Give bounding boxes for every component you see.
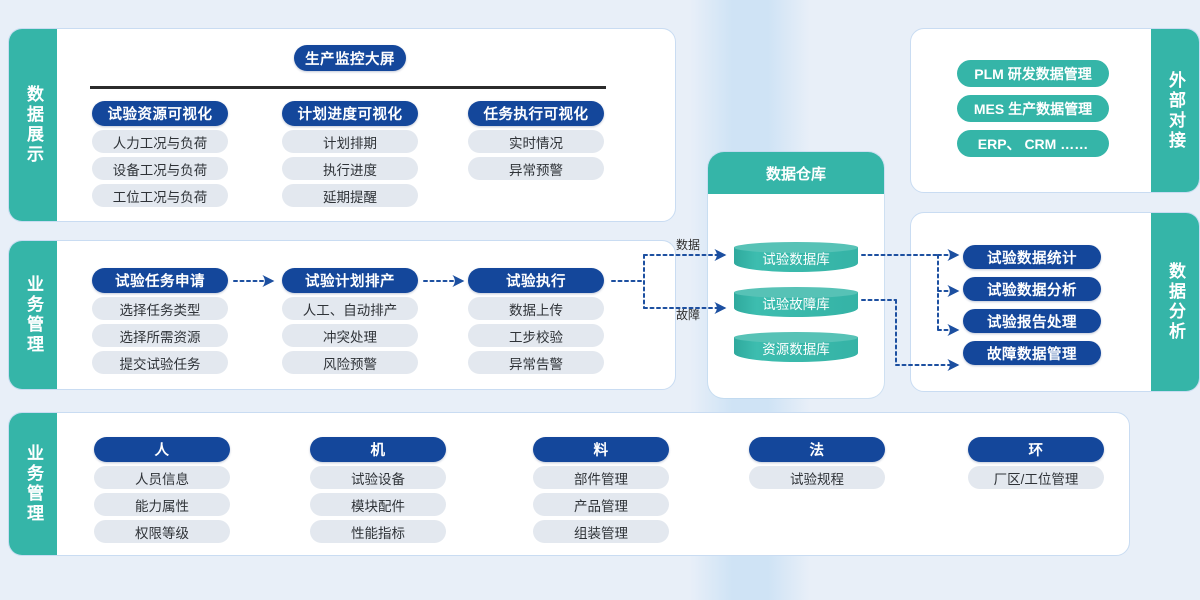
business-group-0-head[interactable]: 试验任务申请 — [92, 268, 228, 293]
analysis-item-0[interactable]: 试验数据统计 — [963, 245, 1101, 269]
database-0[interactable]: 试验数据库 — [734, 242, 858, 272]
display-group-1-item-2[interactable]: 延期提醒 — [282, 184, 418, 207]
band-external: 外部对接 — [1151, 29, 1199, 192]
database-2-label: 资源数据库 — [762, 342, 830, 357]
screen-title-pill[interactable]: 生产监控大屏 — [294, 45, 406, 71]
display-group-2: 任务执行可视化 实时情况 异常预警 — [468, 101, 604, 180]
business-group-1-item-0[interactable]: 人工、自动排产 — [282, 297, 418, 320]
business-group-0: 试验任务申请 选择任务类型 选择所需资源 提交试验任务 — [92, 268, 228, 374]
foundation-group-0-item-2[interactable]: 权限等级 — [94, 520, 230, 543]
display-group-1-item-0[interactable]: 计划排期 — [282, 130, 418, 153]
database-1[interactable]: 试验故障库 — [734, 287, 858, 317]
analysis-item-2[interactable]: 试验报告处理 — [963, 309, 1101, 333]
foundation-group-1-head[interactable]: 机 — [310, 437, 446, 462]
foundation-group-4: 环 厂区/工位管理 — [968, 437, 1104, 489]
external-item-2[interactable]: ERP、 CRM …… — [957, 130, 1109, 157]
foundation-group-3-head[interactable]: 法 — [749, 437, 885, 462]
warehouse-title: 数据仓库 — [765, 165, 826, 183]
analysis-list: 试验数据统计 试验数据分析 试验报告处理 故障数据管理 — [963, 245, 1101, 365]
foundation-group-2-item-0[interactable]: 部件管理 — [533, 466, 669, 489]
flow-label-fault: 故障 — [676, 308, 701, 322]
band-label-data-display: 数据展示 — [24, 85, 44, 165]
panel-data-warehouse: 数据仓库 — [708, 152, 884, 398]
display-group-0: 试验资源可视化 人力工况与负荷 设备工况与负荷 工位工况与负荷 — [92, 101, 228, 207]
foundation-group-0-head[interactable]: 人 — [94, 437, 230, 462]
foundation-group-2-head[interactable]: 料 — [533, 437, 669, 462]
business-group-1-item-2[interactable]: 风险预警 — [282, 351, 418, 374]
database-1-label: 试验故障库 — [762, 297, 830, 312]
foundation-group-2-item-2[interactable]: 组装管理 — [533, 520, 669, 543]
warehouse-header: 数据仓库 — [708, 152, 884, 194]
display-group-0-item-1[interactable]: 设备工况与负荷 — [92, 157, 228, 180]
foundation-group-2-item-1[interactable]: 产品管理 — [533, 493, 669, 516]
display-group-1-item-1[interactable]: 执行进度 — [282, 157, 418, 180]
business-group-2: 试验执行 数据上传 工步校验 异常告警 — [468, 268, 604, 374]
band-label-foundation: 业务管理 — [24, 444, 44, 524]
foundation-group-2: 料 部件管理 产品管理 组装管理 — [533, 437, 669, 543]
analysis-item-3[interactable]: 故障数据管理 — [963, 341, 1101, 365]
foundation-group-3: 法 试验规程 — [749, 437, 885, 489]
business-group-2-item-1[interactable]: 工步校验 — [468, 324, 604, 347]
external-item-0[interactable]: PLM 研发数据管理 — [957, 60, 1109, 87]
band-foundation: 业务管理 — [9, 413, 57, 555]
foundation-group-3-item-0[interactable]: 试验规程 — [749, 466, 885, 489]
band-label-data-analysis: 数据分析 — [1166, 262, 1186, 342]
business-group-2-item-0[interactable]: 数据上传 — [468, 297, 604, 320]
band-label-business-process: 业务管理 — [24, 275, 44, 355]
display-group-1: 计划进度可视化 计划排期 执行进度 延期提醒 — [282, 101, 418, 207]
flow-label-data: 数据 — [676, 238, 701, 252]
foundation-group-0-item-1[interactable]: 能力属性 — [94, 493, 230, 516]
business-group-1-head[interactable]: 试验计划排产 — [282, 268, 418, 293]
display-group-0-item-0[interactable]: 人力工况与负荷 — [92, 130, 228, 153]
database-1-top — [734, 287, 858, 298]
business-group-2-item-2[interactable]: 异常告警 — [468, 351, 604, 374]
foundation-group-0: 人 人员信息 能力属性 权限等级 — [94, 437, 230, 543]
band-label-external: 外部对接 — [1166, 70, 1186, 151]
foundation-group-1-item-2[interactable]: 性能指标 — [310, 520, 446, 543]
business-group-1: 试验计划排产 人工、自动排产 冲突处理 风险预警 — [282, 268, 418, 374]
screen-title-label: 生产监控大屏 — [305, 51, 395, 68]
business-group-0-item-2[interactable]: 提交试验任务 — [92, 351, 228, 374]
business-group-2-head[interactable]: 试验执行 — [468, 268, 604, 293]
display-group-0-item-2[interactable]: 工位工况与负荷 — [92, 184, 228, 207]
band-data-display: 数据展示 — [9, 29, 57, 221]
business-group-1-item-1[interactable]: 冲突处理 — [282, 324, 418, 347]
display-group-1-head[interactable]: 计划进度可视化 — [282, 101, 418, 126]
database-2-top — [734, 332, 858, 343]
database-0-label: 试验数据库 — [762, 252, 830, 267]
database-0-top — [734, 242, 858, 253]
external-item-1[interactable]: MES 生产数据管理 — [957, 95, 1109, 122]
band-business-process: 业务管理 — [9, 241, 57, 389]
foundation-group-4-head[interactable]: 环 — [968, 437, 1104, 462]
foundation-group-1-item-0[interactable]: 试验设备 — [310, 466, 446, 489]
display-group-2-item-0[interactable]: 实时情况 — [468, 130, 604, 153]
band-data-analysis: 数据分析 — [1151, 213, 1199, 391]
display-divider — [90, 86, 606, 89]
foundation-group-1: 机 试验设备 模块配件 性能指标 — [310, 437, 446, 543]
display-group-2-item-1[interactable]: 异常预警 — [468, 157, 604, 180]
database-2[interactable]: 资源数据库 — [734, 332, 858, 362]
business-group-0-item-1[interactable]: 选择所需资源 — [92, 324, 228, 347]
display-group-0-head[interactable]: 试验资源可视化 — [92, 101, 228, 126]
foundation-group-4-item-0[interactable]: 厂区/工位管理 — [968, 466, 1104, 489]
foundation-group-1-item-1[interactable]: 模块配件 — [310, 493, 446, 516]
analysis-item-1[interactable]: 试验数据分析 — [963, 277, 1101, 301]
foundation-group-0-item-0[interactable]: 人员信息 — [94, 466, 230, 489]
external-list: PLM 研发数据管理 MES 生产数据管理 ERP、 CRM …… — [957, 60, 1109, 157]
business-group-0-item-0[interactable]: 选择任务类型 — [92, 297, 228, 320]
display-group-2-head[interactable]: 任务执行可视化 — [468, 101, 604, 126]
